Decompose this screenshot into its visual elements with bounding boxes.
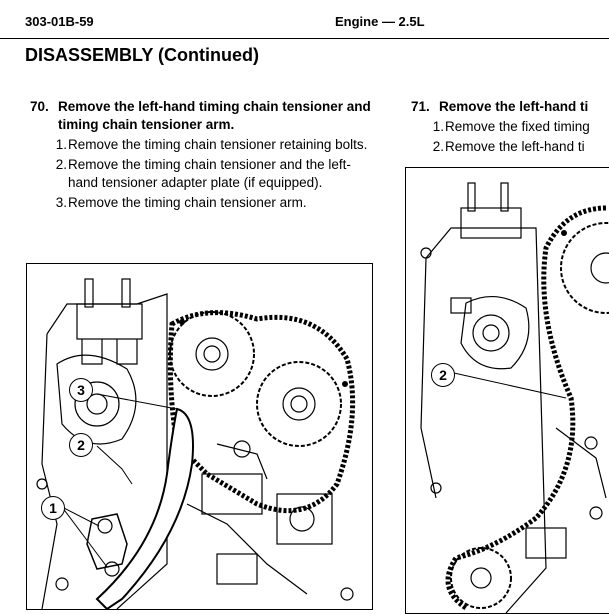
step-title-text: Remove the left-hand ti xyxy=(439,99,589,114)
substep-list: 1. Remove the fixed timing 2. Remove the… xyxy=(431,118,609,156)
timing-chain-illustration xyxy=(36,278,356,609)
step-number: 71. xyxy=(411,99,430,114)
callout-2: 2 xyxy=(431,363,455,387)
step-71-title: 71. Remove the left-hand ti xyxy=(411,98,609,116)
step-70-title: 70. Remove the left-hand timing chain te… xyxy=(30,98,375,134)
substep-number: 1. xyxy=(432,119,444,134)
callout-3: 3 xyxy=(69,378,93,402)
header-rule xyxy=(0,38,609,39)
callout-1: 1 xyxy=(41,496,65,520)
figure-timing-chain-tensioner: 3 2 1 xyxy=(26,263,373,610)
substep: 1. Remove the timing chain tensioner ret… xyxy=(54,136,375,154)
substep-text: Remove the timing chain tensioner retain… xyxy=(68,137,368,152)
section-header: Engine — 2.5L xyxy=(335,14,425,29)
substep-number: 2. xyxy=(55,157,67,172)
step-70: 70. Remove the left-hand timing chain te… xyxy=(30,98,375,212)
substep-text: Remove the timing chain tensioner arm. xyxy=(68,195,307,210)
step-71: 71. Remove the left-hand ti 1. Remove th… xyxy=(411,98,609,156)
callout-2: 2 xyxy=(69,433,93,457)
substep: 2. Remove the left-hand ti xyxy=(431,138,609,156)
substep: 2. Remove the timing chain tensioner and… xyxy=(54,156,375,192)
substep-text: Remove the timing chain tensioner and th… xyxy=(68,157,351,190)
substep-number: 2. xyxy=(432,139,444,154)
substep-list: 1. Remove the timing chain tensioner ret… xyxy=(54,136,375,212)
document-code: 303-01B-59 xyxy=(25,14,94,29)
substep-text: Remove the left-hand ti xyxy=(445,139,585,154)
timing-chain-illustration xyxy=(420,182,609,613)
step-number: 70. xyxy=(30,99,49,114)
substep: 1. Remove the fixed timing xyxy=(431,118,609,136)
step-title-text: Remove the left-hand timing chain tensio… xyxy=(58,99,371,132)
substep: 3. Remove the timing chain tensioner arm… xyxy=(54,194,375,212)
substep-number: 1. xyxy=(55,137,67,152)
figure-timing-chain-guide: 2 xyxy=(405,167,609,614)
substep-text: Remove the fixed timing xyxy=(445,119,590,134)
substep-number: 3. xyxy=(55,195,67,210)
page-title: DISASSEMBLY (Continued) xyxy=(25,45,260,65)
